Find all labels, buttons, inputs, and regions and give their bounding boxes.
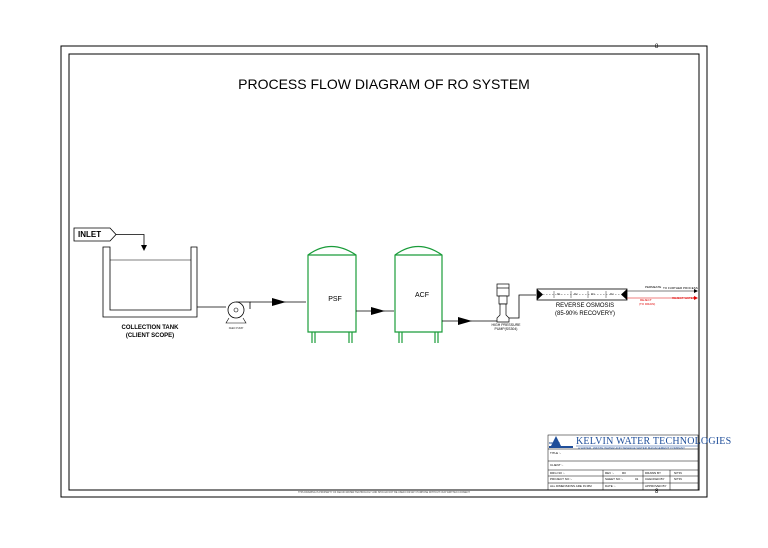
tb-rev-value: R0 [622, 471, 626, 475]
inlet-arrow [141, 245, 147, 251]
company-logo [549, 436, 573, 448]
inner-border [68, 53, 700, 491]
reject-label: REJECT [640, 298, 652, 302]
title-block [547, 434, 699, 491]
tb-checked-by: CHECKED BY [645, 477, 665, 481]
psf-label: PSF [328, 296, 342, 303]
feed-pump [225, 301, 251, 324]
permeate-destination: TO FURTHER PROCESS [663, 286, 698, 290]
permeate-arrow [694, 289, 698, 293]
tb-rev: REV :- [605, 471, 614, 475]
tb-project-no: PROJECT NO :- [550, 477, 572, 481]
reject-sublabel: (TO DRAIN) [639, 302, 656, 306]
sheet-number-bottom: 8 [655, 489, 659, 495]
membrane-label: M4 [610, 293, 614, 296]
company-name: KELVIN WATER TECHNOLOGIES [576, 436, 732, 447]
acf-vessel [394, 245, 443, 343]
hp-pump-sublabel: PUMP(SS304) [494, 327, 518, 331]
membrane-label: M1 [557, 293, 561, 296]
tb-approved-by: APPROVED BY [645, 484, 667, 488]
footer-note: THIS DRAWING IS PROPERTY OF KELVIN WATER… [298, 491, 470, 494]
arrow-acf-hpp [458, 317, 472, 325]
inlet-line [116, 234, 145, 246]
tb-drawn-value: NITIN [674, 471, 682, 475]
tb-client: CLIENT :- [550, 463, 564, 467]
high-pressure-pump [496, 283, 510, 323]
sheet-number-top: 8 [655, 44, 659, 50]
ro-assembly [536, 288, 628, 301]
tb-checked-value: NITIN [674, 477, 682, 481]
logo-text: KELVIN [549, 441, 560, 445]
tb-sheet-no: SHEET NO :- [605, 477, 623, 481]
line-hpp-to-ro [509, 294, 536, 319]
collection-tank-sublabel: (CLIENT SCOPE) [125, 333, 175, 339]
permeate-label: PERMEATE [645, 285, 662, 289]
inlet-tag [73, 227, 117, 242]
arrow-pump-psf [272, 298, 286, 306]
diagram-title: PROCESS FLOW DIAGRAM OF RO SYSTEM [238, 76, 530, 92]
hp-pump-label: HIGH PRESSURE [491, 323, 521, 327]
tb-sheet-of: 01 [635, 477, 639, 481]
tb-drg-no: DRG NO :- [550, 471, 565, 475]
membrane-label: M2 [574, 293, 578, 296]
tb-date: DATE :- [605, 484, 616, 488]
company-tagline: A WATER, WASTE WATER AND SEWAGE WATER MA… [578, 446, 686, 450]
tb-title: TITLE :- [550, 451, 561, 455]
tb-drawn-by: DRAWN BY [645, 471, 662, 475]
outer-border [60, 45, 708, 498]
reject-destination: REJECT WATER [672, 296, 695, 300]
acf-label: ACF [415, 292, 429, 299]
collection-tank [102, 246, 198, 318]
ro-recovery-label: (85-90% RECOVERY) [555, 311, 615, 317]
tb-dim-note: ALL DIMENSIONS ARE IN MM [550, 484, 592, 488]
ro-label: REVERSE OSMOSIS [555, 303, 615, 309]
arrow-psf-acf [371, 307, 385, 315]
psf-vessel [307, 245, 357, 343]
feed-pump-label: FEED PUMP [228, 327, 244, 330]
membrane-label: M3 [591, 293, 595, 296]
collection-tank-label: COLLECTION TANK [121, 325, 179, 331]
reject-arrow [694, 296, 698, 300]
inlet-label: INLET [78, 230, 102, 239]
